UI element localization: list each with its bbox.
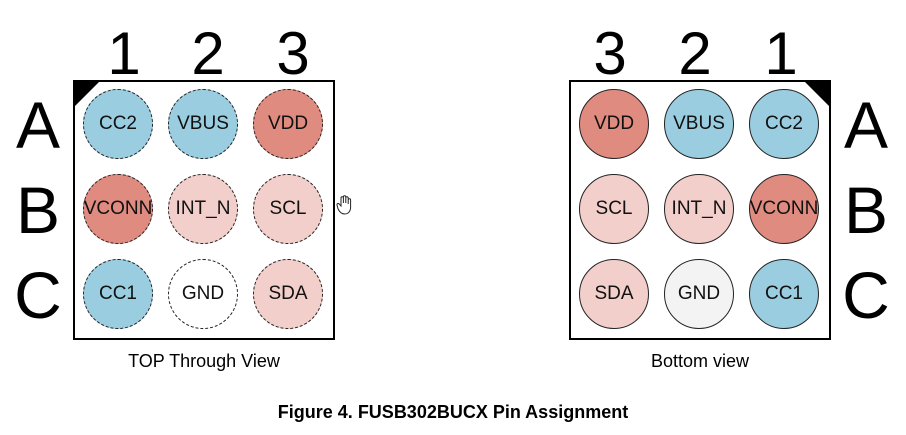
top-col-label-2: 2 [191,20,225,87]
bottom-pin-c2: GND [664,259,734,329]
bottom-pin-b2: INT_N [664,174,734,244]
pin-label: SDA [268,283,308,304]
top-pin-b2: INT_N [168,174,238,244]
hand-pointer-icon [336,195,352,215]
pin-label: VCONN [83,198,153,219]
top-pin-c2: GND [168,259,238,329]
top-pin-a1: CC2 [83,89,153,159]
top-pin-c1: CC1 [83,259,153,329]
bottom-pin-b1: VCONN [749,174,819,244]
top-row-label-b: B [15,173,61,247]
pin-label: GND [181,283,225,304]
pin-label: CC2 [98,113,137,134]
bottom-col-label-3: 3 [593,20,627,87]
bottom-pin-c1: CC1 [749,259,819,329]
bottom-col-label-1: 1 [764,20,798,87]
top-row-label-c: C [14,258,62,332]
bottom-pin-b3: SCL [579,174,649,244]
top-view-caption: TOP Through View [128,351,280,371]
pin-label: VDD [593,113,635,134]
top-row-label-a: A [15,88,61,162]
bottom-col-label-2: 2 [678,20,712,87]
pin-label: VDD [267,113,309,134]
pin-label: CC2 [764,113,803,134]
pin-label: INT_N [671,198,727,219]
top-pin-a2: VBUS [168,89,238,159]
pin-label: VBUS [673,113,725,134]
top-pin-b1: VCONN [83,174,153,244]
bottom-pin-a1: CC2 [749,89,819,159]
top-pin-a3: VDD [253,89,323,159]
top-col-label-1: 1 [107,20,141,87]
pin-label: SDA [594,283,634,304]
pin-label: GND [677,283,721,304]
top-pin-b3: SCL [253,174,323,244]
bottom-view-caption: Bottom view [650,351,750,371]
figure-caption: Figure 4. FUSB302BUCX Pin Assignment [277,402,629,422]
bottom-pin-a2: VBUS [664,89,734,159]
pin-label: CC1 [98,283,137,304]
bottom-row-label-c: C [842,258,890,332]
top-col-label-3: 3 [276,20,310,87]
top-package-outline: CC2 VBUS VDD VCONN INT_N SCL CC1 GND SDA [73,80,335,340]
bottom-pin-c3: SDA [579,259,649,329]
pin-label: SCL [269,198,307,219]
top-pin-c3: SDA [253,259,323,329]
bottom-pin-a3: VDD [579,89,649,159]
bottom-row-label-b: B [843,173,889,247]
pin-label: INT_N [175,198,231,219]
pin-label: CC1 [764,283,803,304]
pin-label: VBUS [177,113,229,134]
bottom-row-label-a: A [843,88,889,162]
pin-label: SCL [595,198,633,219]
pin-label: VCONN [749,198,819,219]
